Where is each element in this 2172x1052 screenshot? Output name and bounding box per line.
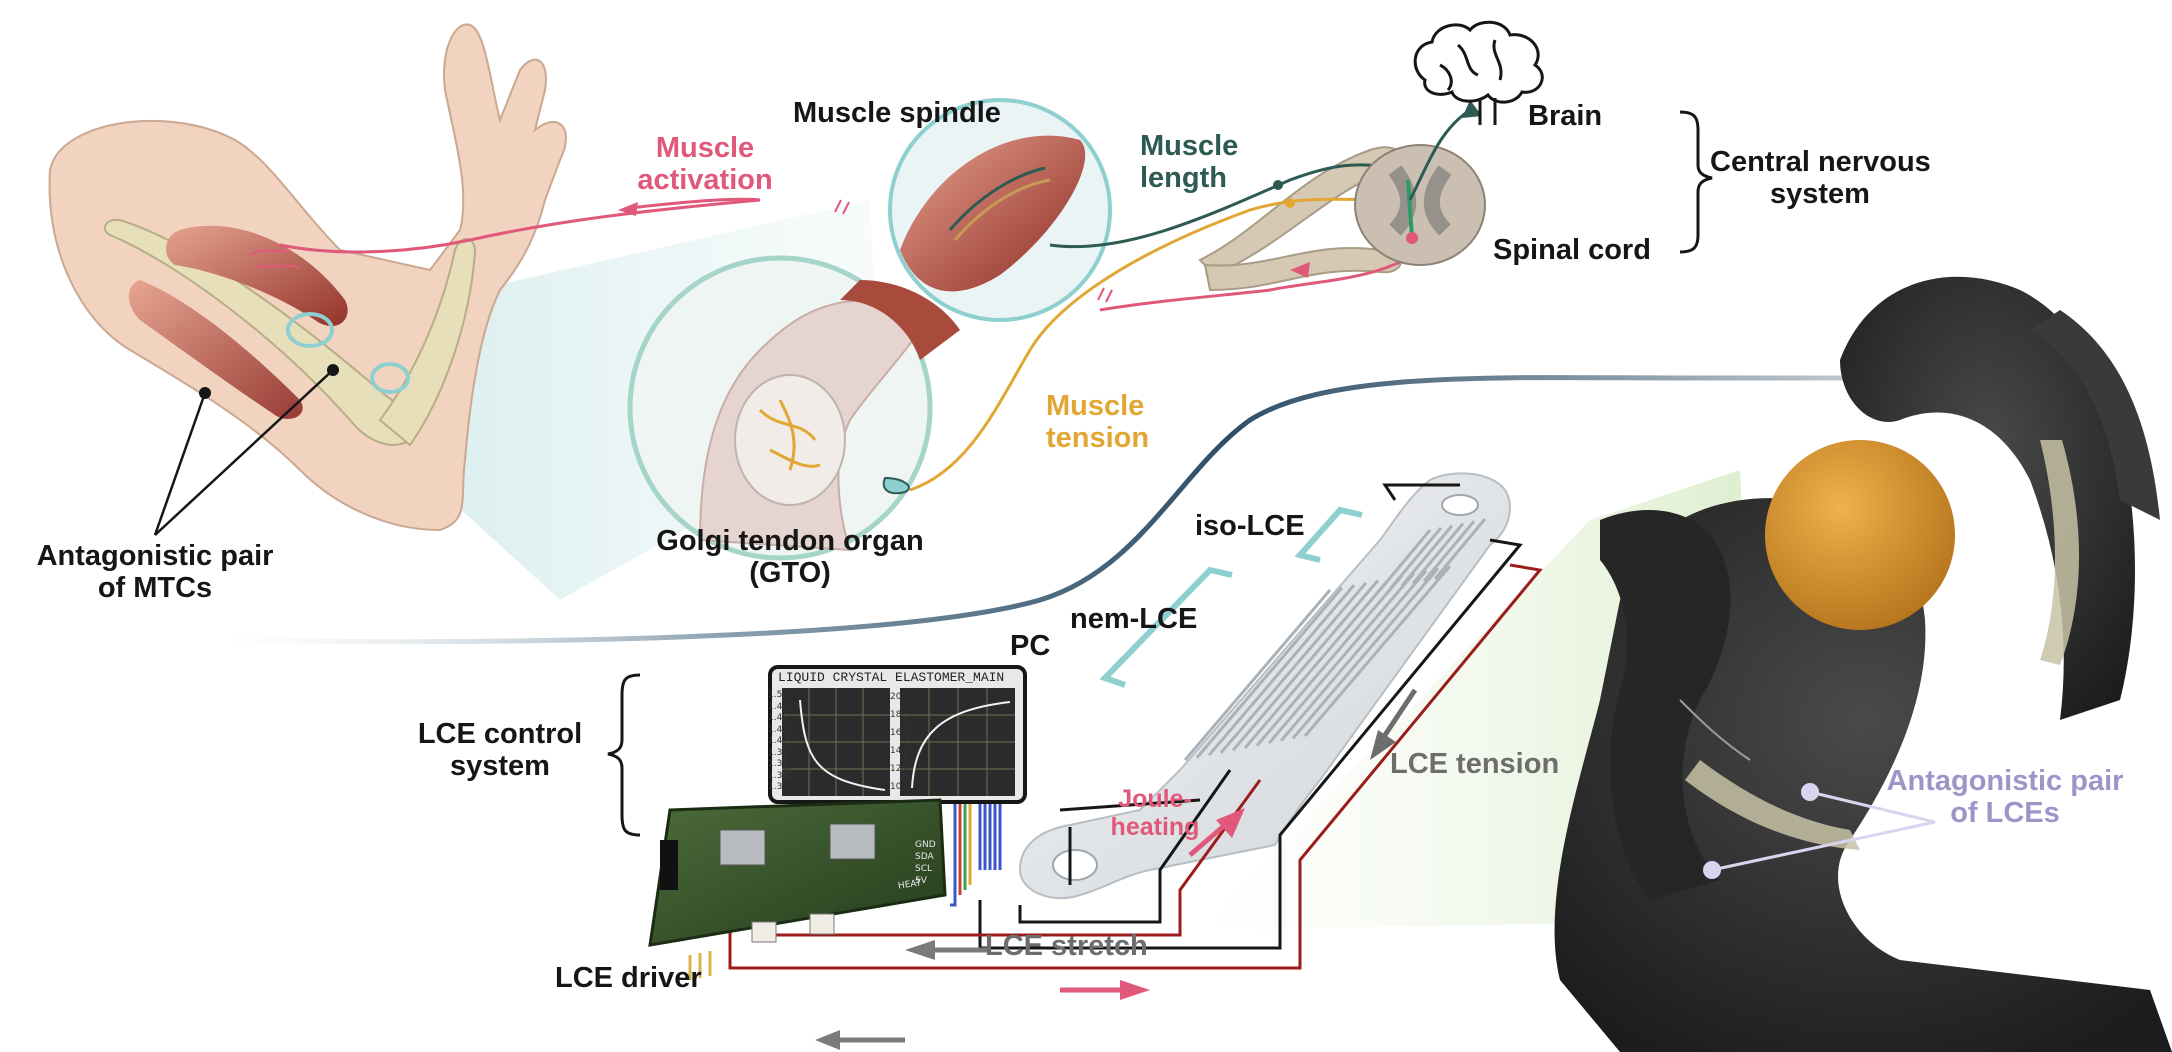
nerve-fibers (279, 146, 1421, 492)
brain-icon (1413, 20, 1544, 125)
muscle-spindle-inset (888, 98, 1112, 322)
decay-curve (799, 699, 886, 791)
pc-left-tick: 1.475 (768, 701, 794, 712)
pc-label: PC (1010, 630, 1051, 662)
pc-window-title: LIQUID CRYSTAL ELASTOMER_MAIN (778, 670, 1005, 685)
object-sphere (1765, 440, 1955, 630)
pc-left-tick: 1.375 (768, 747, 794, 758)
pcb-pin-label: SDA (915, 852, 934, 862)
pc-left-tick: 1.325 (768, 770, 794, 781)
rise-curve (911, 701, 1011, 789)
pc-right-tick: 16 (890, 728, 902, 738)
pc-right-tick: 18 (890, 710, 902, 720)
lce-tension-label: LCE tension (1390, 748, 1560, 780)
cns-bracket (1679, 110, 1713, 254)
lce-driver-label: LCE driver (555, 962, 702, 994)
pc-right-axis-label: Resistance (Ω) (902, 712, 913, 778)
control-system-bracket (607, 673, 641, 837)
joule-heating-label: Joule-heating (1110, 785, 1200, 841)
pcb-pin-label: SCL (915, 864, 933, 874)
pc-right-tick: 12 (890, 764, 902, 774)
section-divider (219, 375, 1900, 645)
pc-left-tick: 1.5 (768, 690, 783, 700)
pc-left-tick: 1.45 (768, 713, 789, 723)
arm-illustration (48, 23, 567, 536)
gto-inset (627, 255, 960, 561)
iso-lce-label: iso-LCE (1195, 510, 1305, 542)
pc-left-tick: 1.35 (768, 759, 789, 769)
pc-left-tick: 1.425 (768, 724, 794, 735)
pc-right-tick: 14 (890, 746, 902, 756)
spinal-cord-label: Spinal cord (1493, 234, 1651, 266)
spinal-cord-cross-section (1354, 100, 1486, 266)
pc-left-tick: 1.4 (768, 736, 783, 746)
golgi-tendon-organ-label: Golgi tendon organ(GTO) (656, 525, 924, 590)
pcb-pin-label: 5V (915, 876, 927, 886)
pc-right-tick: 10 (890, 782, 902, 792)
pc-window (768, 665, 1027, 804)
pc-right-tick: 20 (890, 692, 902, 702)
nem-lce-label: nem-LCE (1070, 603, 1198, 635)
wiring (728, 538, 1543, 970)
iso-lce-bracket (1294, 506, 1363, 563)
robot-gripper-illustration (1554, 276, 2172, 1052)
muscle-spindle-label: Muscle spindle (793, 97, 1001, 129)
flow-arrows (815, 688, 1418, 1050)
brain-label: Brain (1528, 100, 1603, 132)
lce-stretch-label: LCE stretch (985, 930, 1148, 962)
pcb-pin-label: GND (915, 840, 936, 850)
nem-lce-bracket (1099, 566, 1233, 688)
pc-left-tick: 1.3 (768, 782, 783, 792)
lce-strip-illustration (1018, 472, 1511, 900)
pcb-board-illustration (648, 798, 947, 980)
